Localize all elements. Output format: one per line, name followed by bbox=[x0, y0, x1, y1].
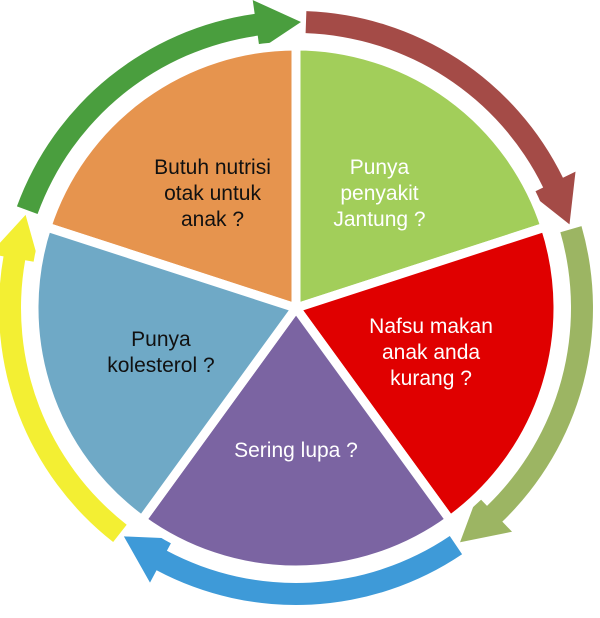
cycle-segment-4 bbox=[137, 303, 455, 575]
cycle-segment-label-line: Jantung ? bbox=[333, 208, 425, 231]
cycle-segment-label-3: Nafsu makan anak anda kurang ? bbox=[369, 315, 493, 390]
cycle-segment-5 bbox=[29, 222, 301, 525]
cycle-segment-label-line: kurang ? bbox=[390, 367, 472, 390]
cycle-segment-3 bbox=[291, 222, 563, 525]
cycle-segment-label-line: Nafsu makan bbox=[369, 315, 493, 338]
cycle-segment-label-line: kolesterol ? bbox=[107, 354, 214, 377]
cycle-segment-1 bbox=[42, 41, 301, 313]
cycle-arrow-4 bbox=[123, 535, 463, 605]
cycle-arrow-1 bbox=[16, 0, 301, 214]
cycle-segment-label-line: otak untuk bbox=[164, 182, 261, 205]
cycle-arrows bbox=[0, 0, 593, 605]
cycle-arrow-5 bbox=[0, 214, 127, 543]
cycle-segment-label-line: Punya bbox=[350, 156, 410, 179]
cycle-segments bbox=[29, 41, 563, 575]
cycle-segment-label-line: Butuh nutrisi bbox=[154, 156, 271, 179]
cycle-segment-label-5: Punya kolesterol ? bbox=[107, 328, 214, 377]
cycle-segment-label-4: Sering lupa ? bbox=[234, 439, 358, 462]
cycle-segment-2 bbox=[291, 41, 550, 313]
cycle-labels: Butuh nutrisi otak untuk anak ? Punya penyak… bbox=[107, 156, 493, 462]
cycle-segment-label-1: Butuh nutrisi otak untuk anak ? bbox=[154, 156, 271, 231]
cycle-segment-label-line: Sering lupa ? bbox=[234, 439, 358, 462]
cycle-segment-label-line: penyakit bbox=[340, 182, 418, 205]
cycle-arrow-3 bbox=[460, 226, 593, 543]
cycle-segment-label-line: anak anda bbox=[382, 341, 480, 364]
cycle-segment-label-line: anak ? bbox=[181, 208, 244, 231]
cycle-arrow-2 bbox=[305, 11, 576, 225]
cycle-segment-label-line: Punya bbox=[131, 328, 191, 351]
